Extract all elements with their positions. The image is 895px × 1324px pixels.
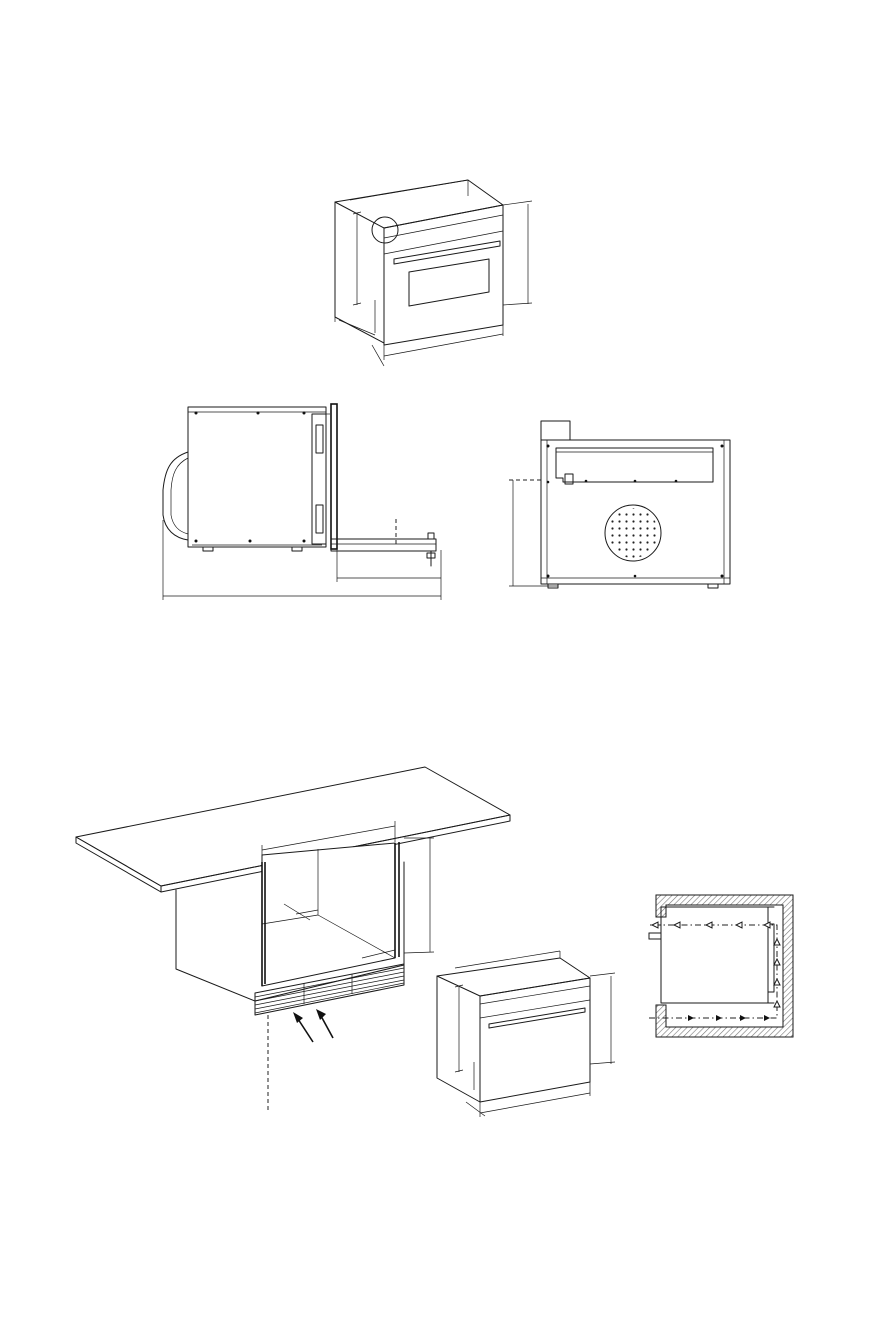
oven-perspective-dimensions: [335, 180, 532, 366]
airflow-arrow-2: [316, 1009, 326, 1020]
oven-handle: [394, 241, 500, 264]
detail-circle: [372, 217, 398, 243]
oven-box: [661, 907, 768, 1003]
airflow-path: [649, 925, 777, 1018]
oven-rear-view: [509, 421, 730, 588]
oven-front-panel: [384, 205, 503, 345]
oven-fascia-side: [331, 404, 337, 549]
oven-body-side: [188, 407, 326, 547]
oven-handle-2: [489, 1008, 585, 1028]
oven-front-perspective: [437, 951, 615, 1117]
airflow-arrow-1: [293, 1012, 303, 1023]
oven-left-face: [335, 202, 384, 343]
cabinet-wall-hatched: [656, 895, 793, 1037]
fan-grille: [608, 508, 658, 558]
open-door: [331, 539, 436, 551]
oven-window: [409, 259, 489, 306]
oven-side-view-door-open: [163, 404, 441, 600]
ventilation-airflow: [649, 895, 793, 1037]
oven-front-panel-2: [480, 978, 590, 1102]
cabinet-niche: [262, 843, 395, 986]
cabinet-installation: [76, 767, 510, 1110]
